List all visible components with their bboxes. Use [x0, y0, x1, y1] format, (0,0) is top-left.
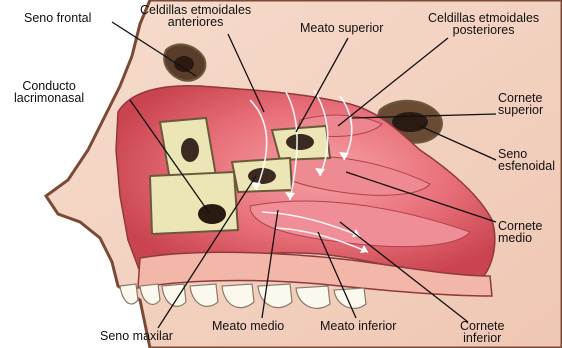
label-line: lacrimonasal	[14, 92, 84, 104]
label-seno-maxilar: Seno maxilar	[100, 330, 173, 342]
label-meato-medio: Meato medio	[212, 320, 284, 332]
label-line: Meato inferior	[320, 320, 396, 332]
label-line: superior	[498, 104, 543, 116]
label-line: anteriores	[140, 16, 251, 28]
label-line: inferior	[460, 332, 504, 344]
label-meato-inferior: Meato inferior	[320, 320, 396, 332]
label-seno-frontal: Seno frontal	[24, 12, 91, 24]
label-meato-superior: Meato superior	[300, 22, 383, 34]
label-celdillas-posteriores: Celdillas etmoidales posteriores	[428, 12, 539, 36]
label-line: Meato medio	[212, 320, 284, 332]
label-seno-esfenoidal: Seno esfenoidal	[498, 148, 555, 172]
label-cornete-superior: Cornete superior	[498, 92, 543, 116]
label-line: posteriores	[428, 24, 539, 36]
label-line: Meato superior	[300, 22, 383, 34]
label-line: Seno frontal	[24, 12, 91, 24]
label-line: medio	[498, 232, 542, 244]
label-celdillas-anteriores: Celdillas etmoidales anteriores	[140, 4, 251, 28]
label-conducto-lacrimonasal: Conducto lacrimonasal	[14, 80, 84, 104]
label-cornete-medio: Cornete medio	[498, 220, 542, 244]
label-cornete-inferior: Cornete inferior	[460, 320, 504, 344]
label-line: esfenoidal	[498, 160, 555, 172]
label-line: Seno maxilar	[100, 330, 173, 342]
